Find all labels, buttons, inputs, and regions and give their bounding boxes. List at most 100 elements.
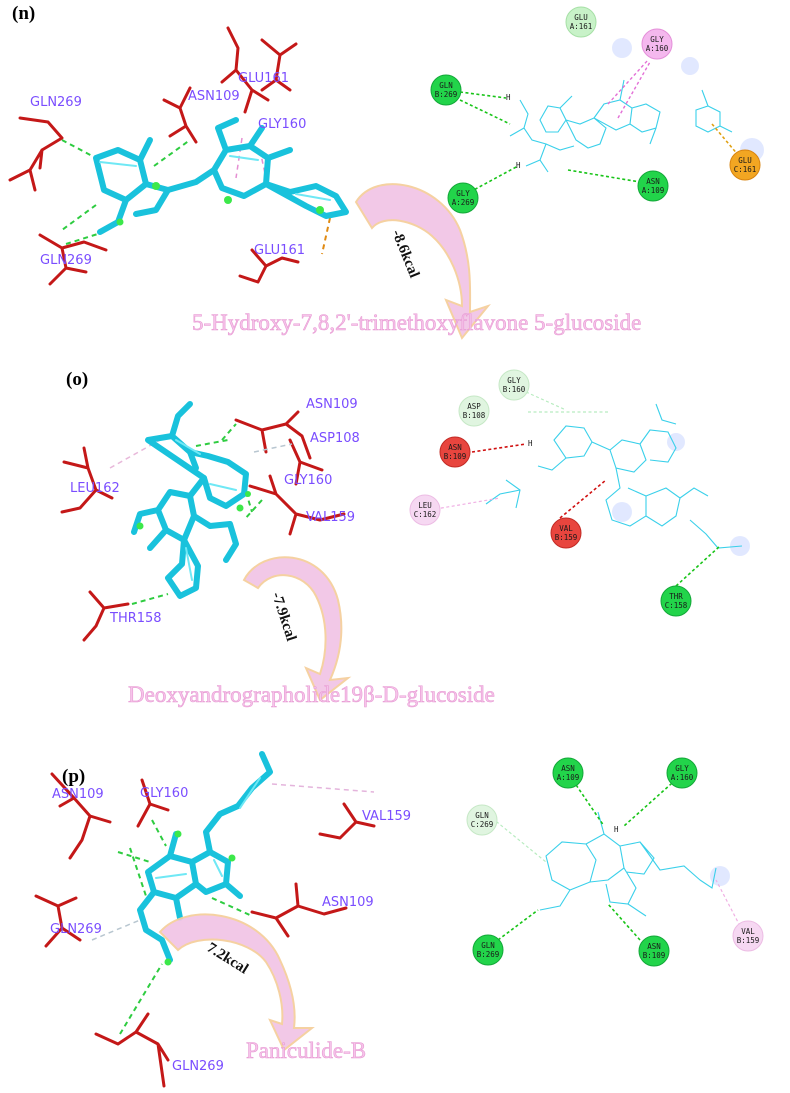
svg-text:H: H bbox=[528, 439, 533, 448]
residue-label-3d: THR158 bbox=[109, 611, 162, 626]
svg-text:C:161: C:161 bbox=[734, 165, 757, 174]
residue-node: THR C:158 bbox=[660, 585, 692, 617]
residue-label-3d: GLN269 bbox=[172, 1059, 224, 1074]
residue-label-3d: GLN269 bbox=[40, 253, 92, 268]
svg-text:A:109: A:109 bbox=[557, 773, 580, 782]
svg-text:VAL: VAL bbox=[559, 524, 573, 533]
binding-energy: -8.6kcal bbox=[388, 228, 422, 281]
residue-label-3d: VAL159 bbox=[362, 809, 411, 824]
residue-2d-n: GLU A:161 GLY A:160 GLN B:269 GLY A:269 … bbox=[430, 6, 761, 214]
residue-node: GLY A:269 bbox=[447, 182, 479, 214]
residue-node: GLY A:160 bbox=[641, 28, 673, 60]
svg-text:B:160: B:160 bbox=[503, 385, 526, 394]
svg-text:H: H bbox=[516, 161, 521, 170]
residue-node: GLU A:161 bbox=[565, 6, 597, 38]
svg-text:LEU: LEU bbox=[418, 501, 432, 510]
interaction-2d-n: H H bbox=[459, 38, 764, 193]
residue-sticks-o bbox=[60, 410, 346, 642]
svg-text:THR: THR bbox=[669, 592, 683, 601]
svg-text:VAL: VAL bbox=[741, 927, 755, 936]
residue-label-3d: ASP108 bbox=[310, 431, 360, 446]
residue-node: VAL B:159 bbox=[550, 517, 582, 549]
panel-label-p: (p) bbox=[62, 766, 85, 787]
residue-label-3d: ASN109 bbox=[306, 397, 358, 412]
energy-arrow bbox=[242, 556, 352, 702]
svg-text:ASP: ASP bbox=[467, 402, 481, 411]
panel-p: (p) ASN109 GLY160 VAL159 ASN109 GLN269 G… bbox=[34, 751, 764, 1088]
residue-node: GLU C:161 bbox=[729, 149, 761, 181]
svg-text:A:160: A:160 bbox=[671, 773, 694, 782]
svg-text:A:109: A:109 bbox=[642, 186, 665, 195]
energy-arrow bbox=[354, 183, 491, 340]
interaction-2d-p: H bbox=[491, 775, 741, 941]
residue-label-3d: GLN269 bbox=[30, 95, 82, 110]
compound-name: Paniculide-B bbox=[246, 1038, 366, 1063]
ligand-3d-n bbox=[93, 117, 349, 235]
svg-text:ASN: ASN bbox=[647, 942, 661, 951]
residue-2d-p: ASN A:109 GLY A:160 GLN C:269 GLN B:269 … bbox=[466, 757, 764, 967]
ligand-3d-o bbox=[131, 401, 251, 599]
residue-sticks-p bbox=[34, 772, 376, 1088]
interaction-2d-o: H bbox=[429, 391, 750, 587]
svg-text:GLY: GLY bbox=[456, 189, 470, 198]
svg-text:ASN: ASN bbox=[646, 177, 660, 186]
svg-text:B:108: B:108 bbox=[463, 411, 486, 420]
panel-label-n: (n) bbox=[12, 3, 35, 24]
residue-label-3d: GLY160 bbox=[140, 786, 188, 801]
residue-label-3d: ASN109 bbox=[322, 895, 374, 910]
residue-node: GLY A:160 bbox=[666, 757, 698, 789]
residue-node: GLN B:269 bbox=[430, 74, 462, 106]
residue-node: ASN B:109 bbox=[439, 436, 471, 468]
residue-label-3d: GLY160 bbox=[284, 473, 332, 488]
panel-o: (o) ASN109 ASP108 LEU162 bbox=[60, 369, 750, 707]
svg-text:B:159: B:159 bbox=[555, 533, 578, 542]
residue-sticks-n bbox=[8, 26, 300, 286]
residue-node: ASN A:109 bbox=[552, 757, 584, 789]
residue-node: ASN B:109 bbox=[638, 935, 670, 967]
svg-text:H: H bbox=[614, 825, 619, 834]
residue-label-3d: ASN109 bbox=[52, 787, 104, 802]
svg-text:GLN: GLN bbox=[481, 941, 495, 950]
svg-text:C:158: C:158 bbox=[665, 601, 688, 610]
svg-text:GLY: GLY bbox=[675, 764, 689, 773]
residue-node: GLN C:269 bbox=[466, 804, 498, 836]
panel-n: (n) bbox=[8, 3, 764, 340]
svg-text:C:162: C:162 bbox=[414, 510, 437, 519]
residue-label-3d: GLU161 bbox=[238, 71, 289, 86]
residue-node: GLY B:160 bbox=[498, 369, 530, 401]
binding-energy: -7.9kcal bbox=[268, 590, 299, 643]
svg-text:B:109: B:109 bbox=[444, 452, 467, 461]
svg-text:GLN: GLN bbox=[475, 811, 489, 820]
svg-text:C:269: C:269 bbox=[471, 820, 494, 829]
svg-text:A:161: A:161 bbox=[570, 22, 593, 31]
svg-text:B:269: B:269 bbox=[435, 90, 458, 99]
panel-label-o: (o) bbox=[66, 369, 88, 390]
residue-label-3d: GLY160 bbox=[258, 117, 306, 132]
svg-text:A:160: A:160 bbox=[646, 44, 669, 53]
svg-text:A:269: A:269 bbox=[452, 198, 475, 207]
compound-name: 5-Hydroxy-7,8,2'-trimethoxyflavone 5-glu… bbox=[192, 310, 641, 335]
residue-node: GLN B:269 bbox=[472, 934, 504, 966]
energy-arrow bbox=[158, 913, 315, 1052]
svg-text:GLY: GLY bbox=[650, 35, 664, 44]
svg-text:ASN: ASN bbox=[561, 764, 575, 773]
residue-label-3d: LEU162 bbox=[70, 481, 120, 496]
svg-text:GLU: GLU bbox=[738, 156, 752, 165]
residue-label-3d: VAL159 bbox=[306, 510, 355, 525]
svg-text:B:109: B:109 bbox=[643, 951, 666, 960]
compound-name: Deoxyandrographolide19β-D-glucoside bbox=[128, 682, 495, 707]
ligand-3d-p bbox=[137, 751, 273, 966]
residue-node: ASN A:109 bbox=[637, 170, 669, 202]
residue-label-3d: ASN109 bbox=[188, 89, 240, 104]
residue-2d-o: GLY B:160 ASP B:108 ASN B:109 LEU C:162 … bbox=[409, 369, 692, 617]
residue-node: ASP B:108 bbox=[458, 395, 490, 427]
svg-text:GLU: GLU bbox=[574, 13, 588, 22]
svg-text:GLY: GLY bbox=[507, 376, 521, 385]
svg-text:ASN: ASN bbox=[448, 443, 462, 452]
residue-node: LEU C:162 bbox=[409, 494, 441, 526]
svg-text:H: H bbox=[506, 93, 511, 102]
svg-text:B:159: B:159 bbox=[737, 936, 760, 945]
residue-node: VAL B:159 bbox=[732, 920, 764, 952]
residue-label-3d: GLN269 bbox=[50, 922, 102, 937]
